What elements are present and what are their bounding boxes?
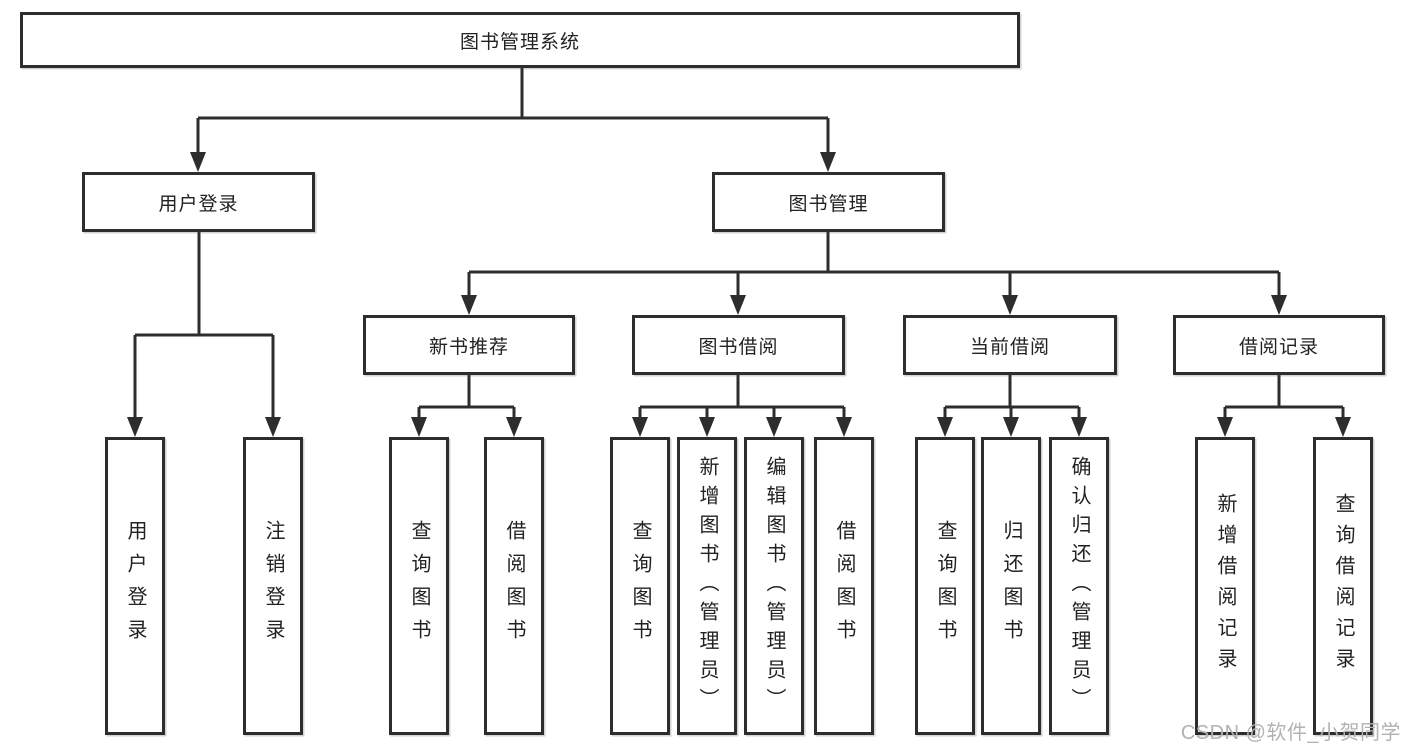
node-label: 当前借阅: [969, 336, 1050, 358]
node-current-borrow: 当前借阅: [903, 315, 1117, 375]
leaf-label: 借阅图书: [833, 520, 855, 652]
leaf-label: 查询图书: [934, 520, 956, 652]
leaf-query-books-borrow: 查询图书: [610, 437, 670, 735]
node-label: 图书管理系统: [459, 31, 580, 53]
leaf-label: 查询图书: [629, 520, 651, 652]
leaf-label: 编辑图书（管理员）: [763, 455, 785, 717]
node-label: 用户登录: [158, 193, 239, 215]
node-label: 借阅记录: [1238, 336, 1319, 358]
leaf-borrow-books-recommend: 借阅图书: [484, 437, 544, 735]
leaf-query-books-current: 查询图书: [915, 437, 975, 735]
node-book-borrow: 图书借阅: [632, 315, 845, 375]
leaf-label: 归还图书: [1000, 520, 1022, 652]
leaf-label: 查询借阅记录: [1332, 493, 1354, 679]
node-user-login: 用户登录: [82, 172, 315, 232]
leaf-borrow-books: 借阅图书: [814, 437, 874, 735]
node-new-book-recommend: 新书推荐: [363, 315, 575, 375]
csdn-watermark: CSDN @软件_小贺同学: [1180, 722, 1401, 744]
leaf-add-books-admin: 新增图书（管理员）: [677, 437, 737, 735]
leaf-return-books: 归还图书: [981, 437, 1041, 735]
node-book-management: 图书管理: [712, 172, 945, 232]
leaf-label: 注销登录: [262, 520, 284, 652]
leaf-query-borrow-record: 查询借阅记录: [1313, 437, 1373, 735]
node-borrow-record: 借阅记录: [1173, 315, 1385, 375]
leaf-add-borrow-record: 新增借阅记录: [1195, 437, 1255, 735]
leaf-query-books-recommend: 查询图书: [389, 437, 449, 735]
leaf-label: 新增图书（管理员）: [696, 455, 718, 717]
node-root-library-system: 图书管理系统: [20, 12, 1020, 68]
leaf-label: 用户登录: [124, 520, 146, 652]
leaf-logout: 注销登录: [243, 437, 303, 735]
node-label: 图书借阅: [698, 336, 779, 358]
leaf-label: 确认归还（管理员）: [1068, 455, 1090, 717]
node-label: 新书推荐: [428, 336, 509, 358]
leaf-confirm-return-admin: 确认归还（管理员）: [1049, 437, 1109, 735]
leaf-edit-books-admin: 编辑图书（管理员）: [744, 437, 804, 735]
leaf-user-login: 用户登录: [105, 437, 165, 735]
node-label: 图书管理: [788, 193, 869, 215]
leaf-label: 新增借阅记录: [1214, 493, 1236, 679]
leaf-label: 查询图书: [408, 520, 430, 652]
leaf-label: 借阅图书: [503, 520, 525, 652]
